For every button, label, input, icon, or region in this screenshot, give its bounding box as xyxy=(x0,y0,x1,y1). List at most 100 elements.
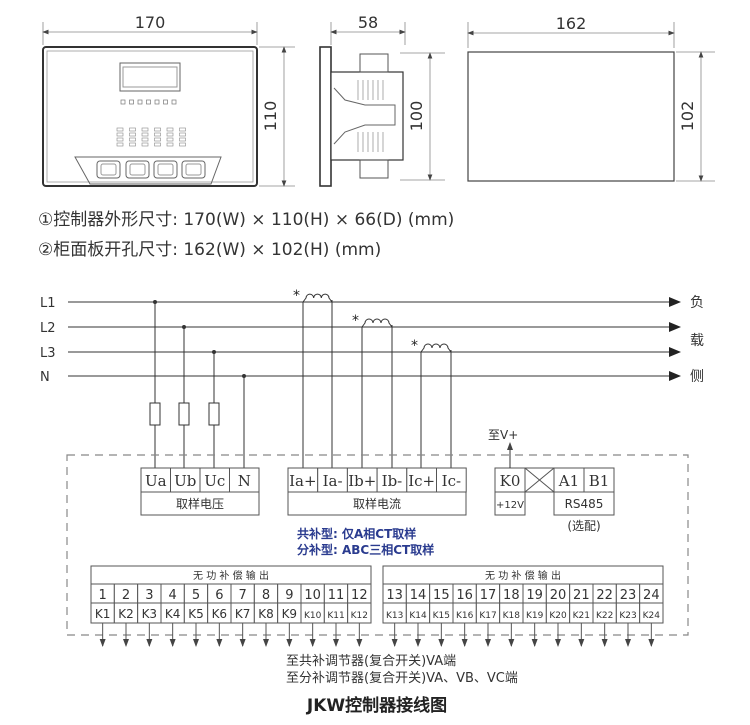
voltage-terminal-uc: Uc xyxy=(204,472,225,490)
output-k-label: K24 xyxy=(643,611,661,621)
output-number: 11 xyxy=(328,588,345,603)
plus12v-label: +12V xyxy=(496,500,524,511)
cutout-height-dim: 102 xyxy=(678,101,697,132)
output-k-label: K11 xyxy=(327,611,344,621)
output-k-label: K5 xyxy=(188,607,204,621)
ct-note-common: 共补型: 仅A相CT取样 xyxy=(297,526,416,541)
current-terminal-cell xyxy=(436,467,467,493)
polarity-mark: * xyxy=(293,288,300,304)
indicator-dot xyxy=(137,99,143,105)
polarity-mark: * xyxy=(352,313,359,329)
led xyxy=(129,137,136,142)
led xyxy=(179,132,186,137)
rs485-label: RS485 xyxy=(565,497,604,511)
output-k-label: K8 xyxy=(258,607,274,621)
side-height-dim: 100 xyxy=(407,101,426,132)
output-number: 16 xyxy=(456,588,473,603)
led xyxy=(129,127,136,132)
panel-button-inner xyxy=(185,163,202,176)
diagram-title: JKW控制器接线图 xyxy=(306,695,447,716)
led xyxy=(141,142,149,147)
fuse-icon xyxy=(208,402,220,426)
current-sampling-label: 取样电流 xyxy=(353,496,401,511)
current-label-cell xyxy=(287,491,467,516)
cross-icon xyxy=(524,467,555,493)
front-view: 170 110 xyxy=(42,13,295,187)
current-terminal-ibplus: Ib+ xyxy=(348,472,376,490)
output-number: 3 xyxy=(145,588,153,603)
output-k-label: K7 xyxy=(235,607,251,621)
plus12v-cell xyxy=(494,491,526,516)
output-number: 1 xyxy=(99,588,107,603)
panel-button xyxy=(96,160,121,179)
output-k-label: K9 xyxy=(282,607,298,621)
line-label-l3: L3 xyxy=(40,346,56,361)
output-k-label: K15 xyxy=(433,611,450,621)
led xyxy=(141,127,149,132)
led xyxy=(116,137,124,142)
side-depth-dim: 58 xyxy=(358,13,378,32)
output-header: 无 功 补 偿 输 出 xyxy=(193,569,269,582)
indicator-dot xyxy=(146,99,151,105)
current-terminal-ibminus: Ib- xyxy=(382,472,403,490)
led xyxy=(166,132,174,137)
led xyxy=(154,132,161,137)
voltage-terminal-n: N xyxy=(238,472,251,490)
output-k-label: K20 xyxy=(549,611,567,621)
panel-button-inner xyxy=(157,163,174,176)
output-k-label: K13 xyxy=(386,611,403,621)
led xyxy=(141,137,149,142)
output-k-label: K4 xyxy=(165,607,181,621)
front-height-dim: 110 xyxy=(261,101,280,132)
note-common-compensation: 至共补调节器(复合开关)VA端 xyxy=(286,654,456,669)
output-k-label: K14 xyxy=(409,611,427,621)
led xyxy=(179,137,186,142)
output-k-label: K17 xyxy=(479,611,496,621)
voltage-terminal-ub: Ub xyxy=(174,472,196,490)
led xyxy=(154,127,161,132)
output-number: 2 xyxy=(122,588,130,603)
led xyxy=(116,127,124,132)
led xyxy=(166,137,174,142)
output-k-label: K23 xyxy=(619,611,636,621)
indicator-dot xyxy=(163,99,168,105)
current-terminal-icminus: Ic- xyxy=(442,472,461,490)
output-k-label: K21 xyxy=(573,611,590,621)
output-k-label: K1 xyxy=(95,607,111,621)
led xyxy=(141,132,149,137)
line-label-n: N xyxy=(40,370,50,385)
optional-label: (选配) xyxy=(567,519,600,533)
output-number: 13 xyxy=(386,588,403,603)
output-number: 21 xyxy=(573,588,590,603)
line-label-l2: L2 xyxy=(40,321,56,336)
panel-button-inner xyxy=(129,163,146,176)
output-number: 14 xyxy=(410,588,427,603)
output-number: 17 xyxy=(480,588,497,603)
output-number: 7 xyxy=(239,588,247,603)
panel-button-inner xyxy=(100,163,117,176)
output-number: 18 xyxy=(503,588,520,603)
output-header: 无 功 补 偿 输 出 xyxy=(485,569,561,582)
led xyxy=(154,142,161,147)
output-k-label: K6 xyxy=(212,607,228,621)
panel-button xyxy=(153,160,178,179)
led xyxy=(154,137,161,142)
current-terminal-iaplus: Ia+ xyxy=(289,472,316,490)
current-terminal-icplus: Ic+ xyxy=(408,472,435,490)
voltage-sampling-label: 取样电压 xyxy=(176,496,224,511)
panel-button xyxy=(181,160,206,179)
output-k-label: K2 xyxy=(118,607,134,621)
output-number: 24 xyxy=(643,588,660,603)
panel-button xyxy=(125,160,150,179)
output-number: 4 xyxy=(169,588,177,603)
fuse-icon xyxy=(149,402,161,426)
voltage-terminal-ua: Ua xyxy=(145,472,167,490)
terminal-a1: A1 xyxy=(558,472,579,490)
led xyxy=(179,142,186,147)
output-number: 19 xyxy=(526,588,543,603)
led xyxy=(166,142,174,147)
output-k-label: K22 xyxy=(596,611,613,621)
controller-boundary xyxy=(66,454,689,636)
